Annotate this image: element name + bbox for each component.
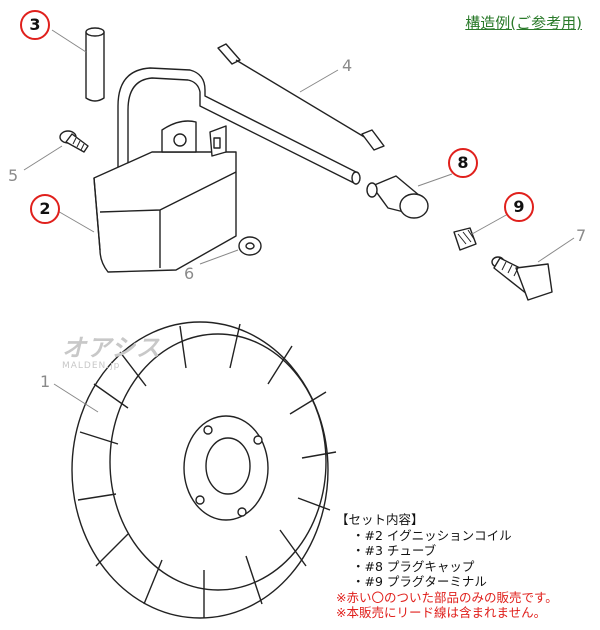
- sale-note: ※赤い〇のついた部品のみの販売です。: [336, 589, 558, 605]
- part-label-4: 4: [342, 56, 353, 75]
- set-item: ・#3 チューブ: [352, 543, 437, 558]
- diagram-title: 構造例(ご参考用): [465, 14, 582, 32]
- part-label-3: 3: [20, 10, 50, 40]
- set-contents-heading: 【セット内容】: [336, 512, 424, 527]
- set-item: ・#9 プラグターミナル: [352, 574, 487, 589]
- part-label-6: 6: [184, 264, 195, 283]
- watermark-main-text: オアシス: [62, 334, 162, 362]
- plug-cap-part: [366, 175, 429, 219]
- screw-part: [59, 130, 89, 153]
- lead-wire-note: ※本販売にリード線は含まれません。: [336, 605, 547, 620]
- part-label-2: 2: [30, 194, 60, 224]
- part-label-1: 1: [40, 372, 51, 391]
- lead-wire-part: [217, 43, 385, 151]
- flywheel-part: [71, 321, 337, 619]
- set-item: ・#8 プラグキャップ: [352, 558, 475, 574]
- tube-part: [85, 27, 105, 102]
- part-label-7: 7: [576, 226, 587, 245]
- ignition-coil-part: [93, 67, 361, 273]
- set-item: ・#2 イグニッションコイル: [352, 527, 512, 543]
- plug-terminal-part: [453, 227, 477, 251]
- set-contents-box: 【セット内容】 ・#2 イグニッションコイル ・#3 チューブ ・#8 プラグキ…: [336, 512, 598, 621]
- watermark-logo: オアシス MALDEN.jp: [62, 328, 161, 371]
- watermark-sub-text: MALDEN.jp: [62, 361, 121, 371]
- washer-part: [238, 236, 262, 256]
- part-label-9: 9: [504, 192, 534, 222]
- part-label-8: 8: [448, 148, 478, 178]
- part-label-5: 5: [8, 166, 19, 185]
- spark-plug-part: [491, 256, 553, 301]
